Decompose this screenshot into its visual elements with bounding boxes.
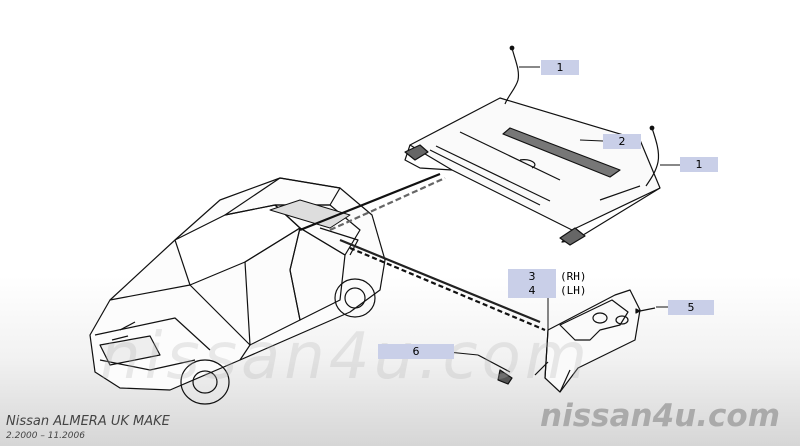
callout-1b: 1 — [680, 157, 718, 172]
car-outline — [89, 177, 386, 405]
fasteners — [477, 307, 656, 385]
date-range: 2.2000 – 11.2006 — [6, 431, 85, 441]
parcel-shelf — [404, 97, 661, 246]
side-trim — [544, 289, 641, 393]
callout-4-note: (LH) — [560, 284, 587, 297]
callout-1: 1 — [541, 60, 579, 75]
leader-lines — [299, 172, 546, 332]
callout-3: 3 — [508, 269, 556, 284]
model-label: Nissan ALMERA UK MAKE — [6, 414, 170, 429]
callout-3-note: (RH) — [560, 270, 587, 283]
callout-4: 4 — [508, 283, 556, 298]
callout-6: 6 — [378, 344, 454, 359]
shelf-strings — [504, 45, 660, 187]
watermark: nissan4u.com — [100, 320, 592, 394]
callout-2: 2 — [603, 134, 641, 149]
brand-logo-text: nissan4u.com — [540, 398, 780, 434]
callout-5: 5 — [668, 300, 714, 315]
